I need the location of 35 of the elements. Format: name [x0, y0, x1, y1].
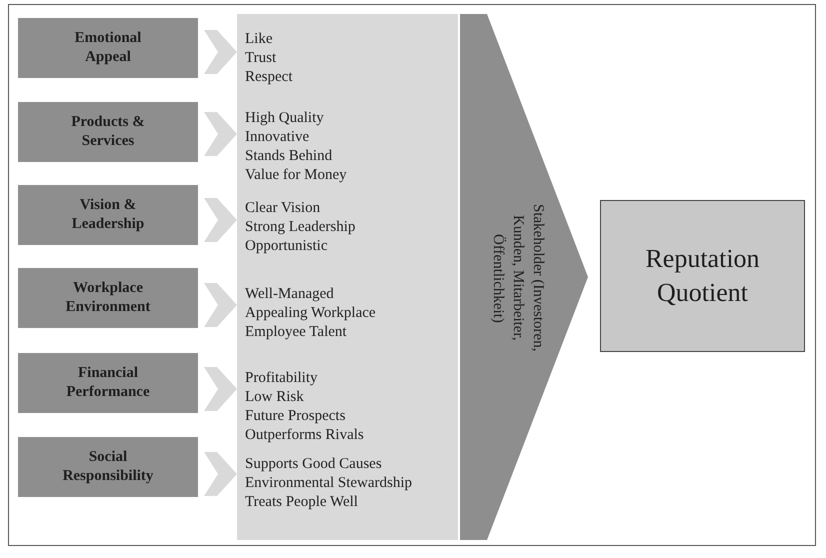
chevron-arrow — [204, 198, 237, 242]
stakeholder-text: Stakeholder (Investoren, Kunden, Mitarbeiter, Öffentlichkeit) — [489, 203, 547, 354]
attribute-item: Treats People Well — [245, 493, 358, 512]
attribute-item: Strong Leadership — [245, 218, 356, 237]
result-box: Reputation Quotient — [600, 200, 805, 352]
attribute-item: Innovative — [245, 128, 310, 147]
dimension-box: Workplace Environment — [18, 268, 198, 328]
dimension-box: Emotional Appeal — [18, 18, 198, 78]
attribute-item: Opportunistic — [245, 237, 328, 256]
dimension-box: Products & Services — [18, 102, 198, 162]
attribute-item: Environmental Stewardship — [245, 474, 412, 493]
attribute-item: Profitability — [245, 369, 318, 388]
attribute-panel — [237, 14, 458, 540]
attribute-item: Stands Behind — [245, 147, 332, 166]
attribute-item: Appealing Workplace — [245, 304, 376, 323]
chevron-arrow — [204, 30, 237, 74]
dimension-box: Financial Performance — [18, 353, 198, 413]
attribute-item: Well-Managed — [245, 285, 334, 304]
attribute-item: Outperforms Rivals — [245, 426, 364, 445]
dimension-box: Social Responsibility — [18, 437, 198, 497]
attribute-item: Like — [245, 30, 272, 49]
attribute-item: Employee Talent — [245, 323, 347, 342]
attribute-item: Respect — [245, 68, 292, 87]
chevron-arrow — [204, 283, 237, 327]
attribute-item: Supports Good Causes — [245, 455, 382, 474]
attribute-item: Value for Money — [245, 166, 347, 185]
dimension-box: Vision & Leadership — [18, 185, 198, 245]
attribute-item: High Quality — [245, 109, 324, 128]
attribute-item: Trust — [245, 49, 276, 68]
chevron-arrow — [204, 112, 237, 156]
attribute-item: Clear Vision — [245, 199, 320, 218]
chevron-arrow — [204, 452, 237, 496]
attribute-item: Future Prospects — [245, 407, 346, 426]
attribute-item: Low Risk — [245, 388, 304, 407]
chevron-arrow — [204, 367, 237, 411]
